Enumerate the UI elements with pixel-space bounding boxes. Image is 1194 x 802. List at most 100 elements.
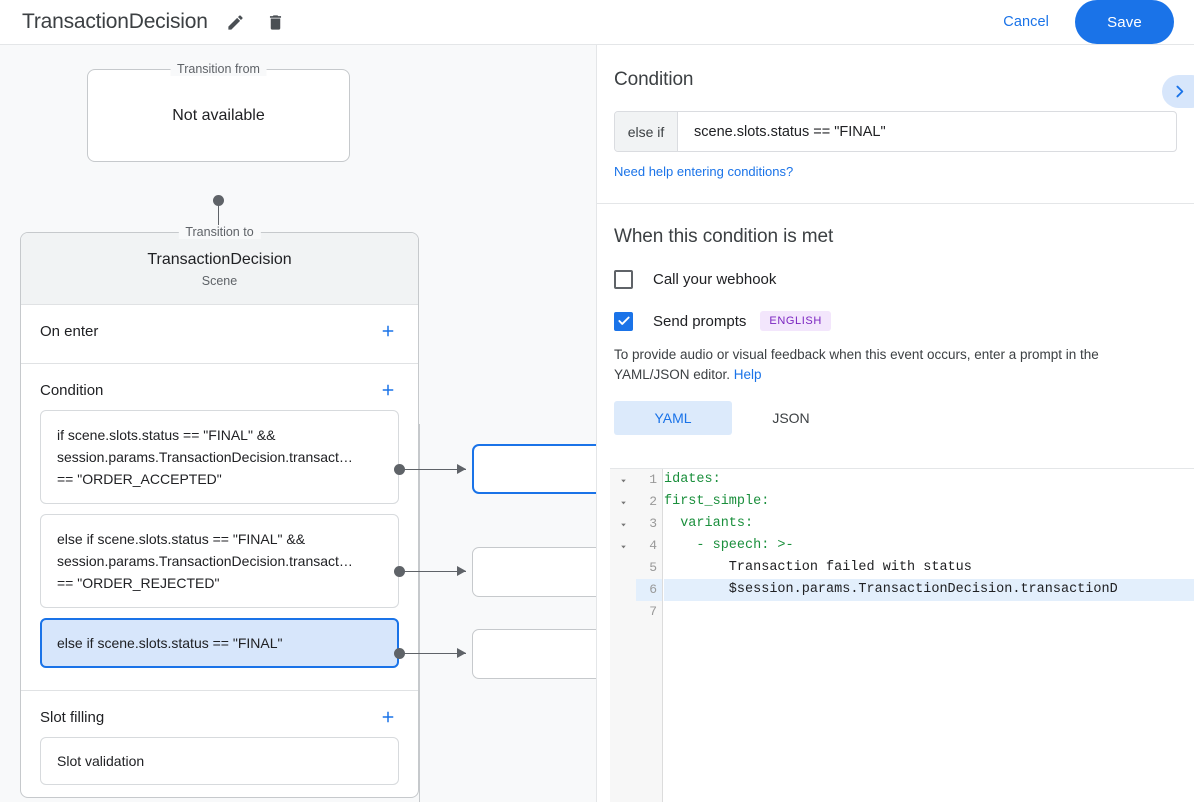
condition-input-row[interactable]: else if scene.slots.status == "FINAL" (614, 111, 1177, 152)
panel-divider (597, 203, 1194, 204)
section-slot-filling-head: Slot filling (21, 691, 418, 737)
line-number: 1 (649, 472, 657, 487)
scene-canvas: Transition from Not available Transition… (0, 45, 596, 802)
help-link[interactable]: Help (733, 367, 762, 382)
cancel-button[interactable]: Cancel (991, 6, 1061, 38)
edge-dot (394, 566, 405, 577)
edge-line (404, 571, 466, 572)
condition-card[interactable]: if scene.slots.status == "FINAL" && sess… (40, 410, 399, 504)
prompts-hint-body: To provide audio or visual feedback when… (614, 347, 1099, 382)
condition-line: == "ORDER_REJECTED" (57, 575, 220, 591)
code-line[interactable]: Transaction failed with status (664, 557, 1194, 579)
editor-code-area[interactable]: idates: first_simple: variants: - speech:… (664, 469, 1194, 802)
yaml-key-token: variants: (664, 516, 754, 531)
edge-arrowhead (457, 648, 466, 658)
line-number: 2 (649, 494, 657, 509)
section-slot-filling-label: Slot filling (40, 708, 105, 726)
code-line[interactable]: idates: (664, 469, 1194, 491)
save-button[interactable]: Save (1075, 0, 1174, 44)
condition-line: session.params.TransactionDecision.trans… (57, 553, 353, 569)
chevron-right-icon[interactable] (1162, 75, 1194, 108)
yaml-text-token: Transaction failed with status (664, 560, 972, 575)
edge-rail (419, 424, 420, 802)
panel-when-met-section: When this condition is met Call your web… (597, 204, 1194, 435)
send-prompts-checkbox[interactable] (614, 311, 633, 331)
transition-from-value: Not available (172, 106, 265, 124)
scene-card: Transition to TransactionDecision Scene … (20, 225, 419, 798)
tab-yaml[interactable]: YAML (614, 401, 732, 435)
section-on-enter-head: On enter (21, 305, 418, 351)
condition-prefix-label: else if (615, 112, 678, 151)
condition-line: else if scene.slots.status == "FINAL" && (57, 531, 306, 547)
slot-validation-item[interactable]: Slot validation (40, 737, 399, 785)
condition-line: == "ORDER_ACCEPTED" (57, 471, 222, 487)
condition-line: if scene.slots.status == "FINAL" && (57, 427, 276, 443)
plus-icon[interactable] (377, 706, 399, 728)
fold-arrow-icon[interactable] (610, 535, 636, 557)
edge-line (404, 469, 466, 470)
code-line[interactable]: first_simple: (664, 491, 1194, 513)
line-number: 7 (649, 604, 657, 619)
yaml-key-token: first_simple: (664, 494, 770, 509)
yaml-text-token: $session.params.TransactionDecision.tran… (664, 582, 1118, 597)
line-number: 5 (649, 560, 657, 575)
transition-to-legend: Transition to (178, 225, 261, 239)
panel-condition-section: Condition else if scene.slots.status == … (597, 45, 1194, 203)
section-on-enter-label: On enter (40, 322, 99, 340)
section-slot-filling: Slot filling Slot validation (21, 690, 418, 797)
yaml-key-token: - speech: >- (664, 538, 794, 553)
code-line[interactable]: - speech: >- (664, 535, 1194, 557)
plus-icon[interactable] (377, 320, 399, 342)
section-condition-label: Condition (40, 381, 104, 399)
condition-card[interactable]: else if scene.slots.status == "FINAL" &&… (40, 514, 399, 608)
code-line[interactable]: $session.params.TransactionDecision.tran… (664, 579, 1194, 601)
plus-icon[interactable] (377, 379, 399, 401)
panel-heading-when-met: When this condition is met (614, 226, 834, 247)
edge-dot (394, 648, 405, 659)
top-bar: TransactionDecision Cancel Save (0, 0, 1194, 45)
edge-dot (394, 464, 405, 475)
scene-name: TransactionDecision (147, 251, 292, 268)
section-on-enter: On enter (21, 304, 418, 363)
send-prompts-row: Send prompts ENGLISH (614, 311, 1177, 331)
transition-to-header: Transition to TransactionDecision Scene (21, 225, 418, 304)
condition-detail-panel: Condition else if scene.slots.status == … (596, 45, 1194, 802)
transition-from-legend: Transition from (170, 62, 267, 76)
call-webhook-checkbox[interactable] (614, 270, 633, 289)
fold-cell-empty (610, 557, 636, 579)
panel-heading-condition: Condition (614, 69, 694, 90)
trash-icon[interactable] (264, 10, 288, 34)
transition-target-box[interactable] (472, 547, 596, 597)
fold-cell-empty (610, 579, 636, 601)
pencil-icon[interactable] (224, 10, 248, 34)
edge-line (404, 653, 466, 654)
code-line[interactable] (664, 601, 1194, 623)
line-number: 4 (649, 538, 657, 553)
yaml-editor[interactable]: 1 2 3 4 5 6 7 idates: first_simple: variants: -… (610, 468, 1194, 802)
editor-line-numbers: 1 2 3 4 5 6 7 (636, 469, 663, 802)
code-line[interactable]: variants: (664, 513, 1194, 535)
line-number: 6 (636, 579, 662, 601)
transition-target-box-selected[interactable] (472, 444, 596, 494)
language-badge: ENGLISH (760, 311, 831, 331)
line-number: 3 (649, 516, 657, 531)
condition-expression-input[interactable]: scene.slots.status == "FINAL" (694, 123, 886, 140)
condition-line: else if scene.slots.status == "FINAL" (57, 635, 283, 651)
fold-arrow-icon[interactable] (610, 469, 636, 491)
transition-target-box[interactable] (472, 629, 596, 679)
editor-format-tabs: YAML JSON (614, 401, 1177, 435)
prompts-hint-text: To provide audio or visual feedback when… (614, 345, 1170, 385)
edge-arrowhead (457, 566, 466, 576)
section-condition-head: Condition (21, 364, 418, 410)
transition-from-box: Transition from Not available (87, 62, 350, 162)
fold-arrow-icon[interactable] (610, 491, 636, 513)
send-prompts-label: Send prompts (653, 312, 747, 330)
fold-arrow-icon[interactable] (610, 513, 636, 535)
scene-type: Scene (201, 274, 238, 288)
need-help-conditions-link[interactable]: Need help entering conditions? (614, 164, 794, 179)
tab-json[interactable]: JSON (772, 410, 810, 426)
call-webhook-label: Call your webhook (653, 271, 777, 288)
editor-fold-column (610, 469, 636, 802)
condition-card-selected[interactable]: else if scene.slots.status == "FINAL" (40, 618, 399, 668)
